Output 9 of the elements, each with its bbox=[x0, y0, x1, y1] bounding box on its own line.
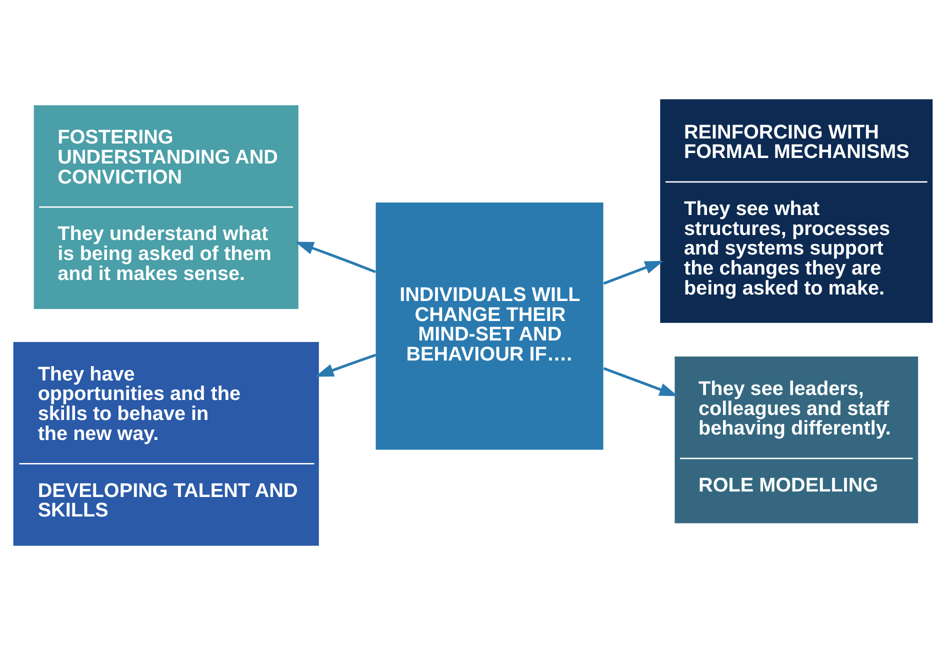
arrow bbox=[603, 260, 664, 285]
arrow bbox=[295, 242, 376, 274]
node-box: They have opportunities and the skills to behave in the new way. DEVELOPING TALENT AND SKILLS bbox=[13, 342, 319, 546]
node-box: REINFORCING WITH FORMAL MECHANISMS They see what structures, processes and systems support the changes they are being asked to make. bbox=[660, 99, 933, 323]
arrow bbox=[315, 354, 376, 377]
node-box: They see leaders, colleagues and staff behaving differently. ROLE MODELLING bbox=[674, 356, 918, 524]
node-box: INDIVIDUALS WILL CHANGE THEIR MIND-SET AND BEHAVIOUR IF…. bbox=[376, 202, 604, 450]
arrow bbox=[603, 367, 678, 396]
node-box: FOSTERING UNDERSTANDING AND CONVICTION They understand what is being asked of them and it makes sense. bbox=[34, 105, 298, 309]
